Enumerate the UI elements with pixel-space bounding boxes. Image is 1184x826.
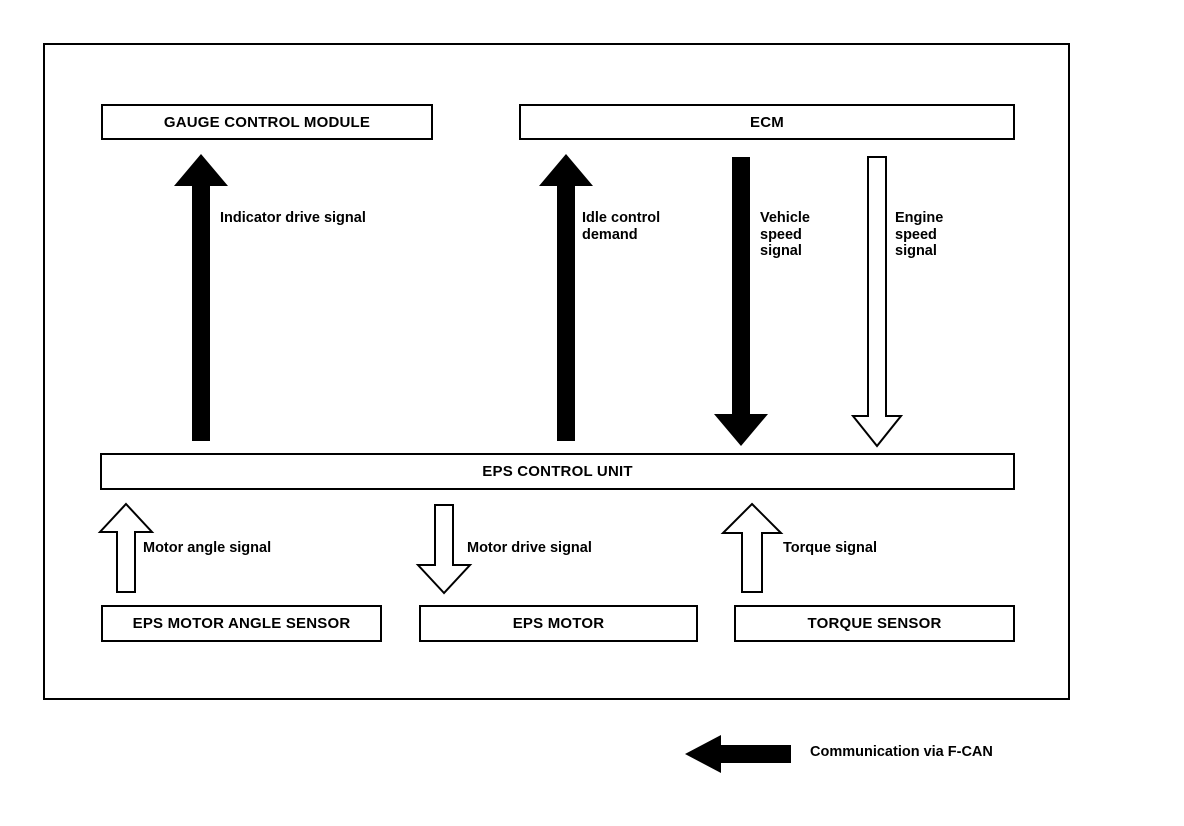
caption-motor-angle-signal: Motor angle signal <box>143 540 272 556</box>
caption-idle-control-demand: Idle control demand <box>582 210 661 243</box>
box-ecm: ECM <box>519 104 1015 140</box>
caption-indicator-drive-signal: Indicator drive signal <box>220 210 366 226</box>
caption-torque-signal: Torque signal <box>783 540 877 556</box>
box-label-gauge-control-module: GAUGE CONTROL MODULE <box>163 113 371 131</box>
box-eps-motor: EPS MOTOR <box>419 605 698 642</box>
box-eps-control-unit: EPS CONTROL UNIT <box>100 453 1015 490</box>
legend-left-arrow-icon <box>685 735 791 773</box>
legend-label: Communication via F-CAN <box>810 744 993 760</box>
diagram-outer-frame <box>43 43 1070 700</box>
caption-vehicle-speed-signal: Vehicle speed signal <box>760 210 810 259</box>
caption-motor-drive-signal: Motor drive signal <box>467 540 592 556</box>
box-label-ecm: ECM <box>750 113 784 131</box>
box-eps-motor-angle-sensor: EPS MOTOR ANGLE SENSOR <box>101 605 382 642</box>
box-gauge-control-module: GAUGE CONTROL MODULE <box>101 104 433 140</box>
box-label-eps-motor: EPS MOTOR <box>512 615 605 632</box>
caption-engine-speed-signal: Engine speed signal <box>895 210 944 259</box>
box-torque-sensor: TORQUE SENSOR <box>734 605 1015 642</box>
box-label-torque-sensor: TORQUE SENSOR <box>807 615 942 632</box>
box-label-eps-control-unit: EPS CONTROL UNIT <box>482 463 633 480</box>
box-label-eps-motor-angle-sensor: EPS MOTOR ANGLE SENSOR <box>132 615 351 632</box>
